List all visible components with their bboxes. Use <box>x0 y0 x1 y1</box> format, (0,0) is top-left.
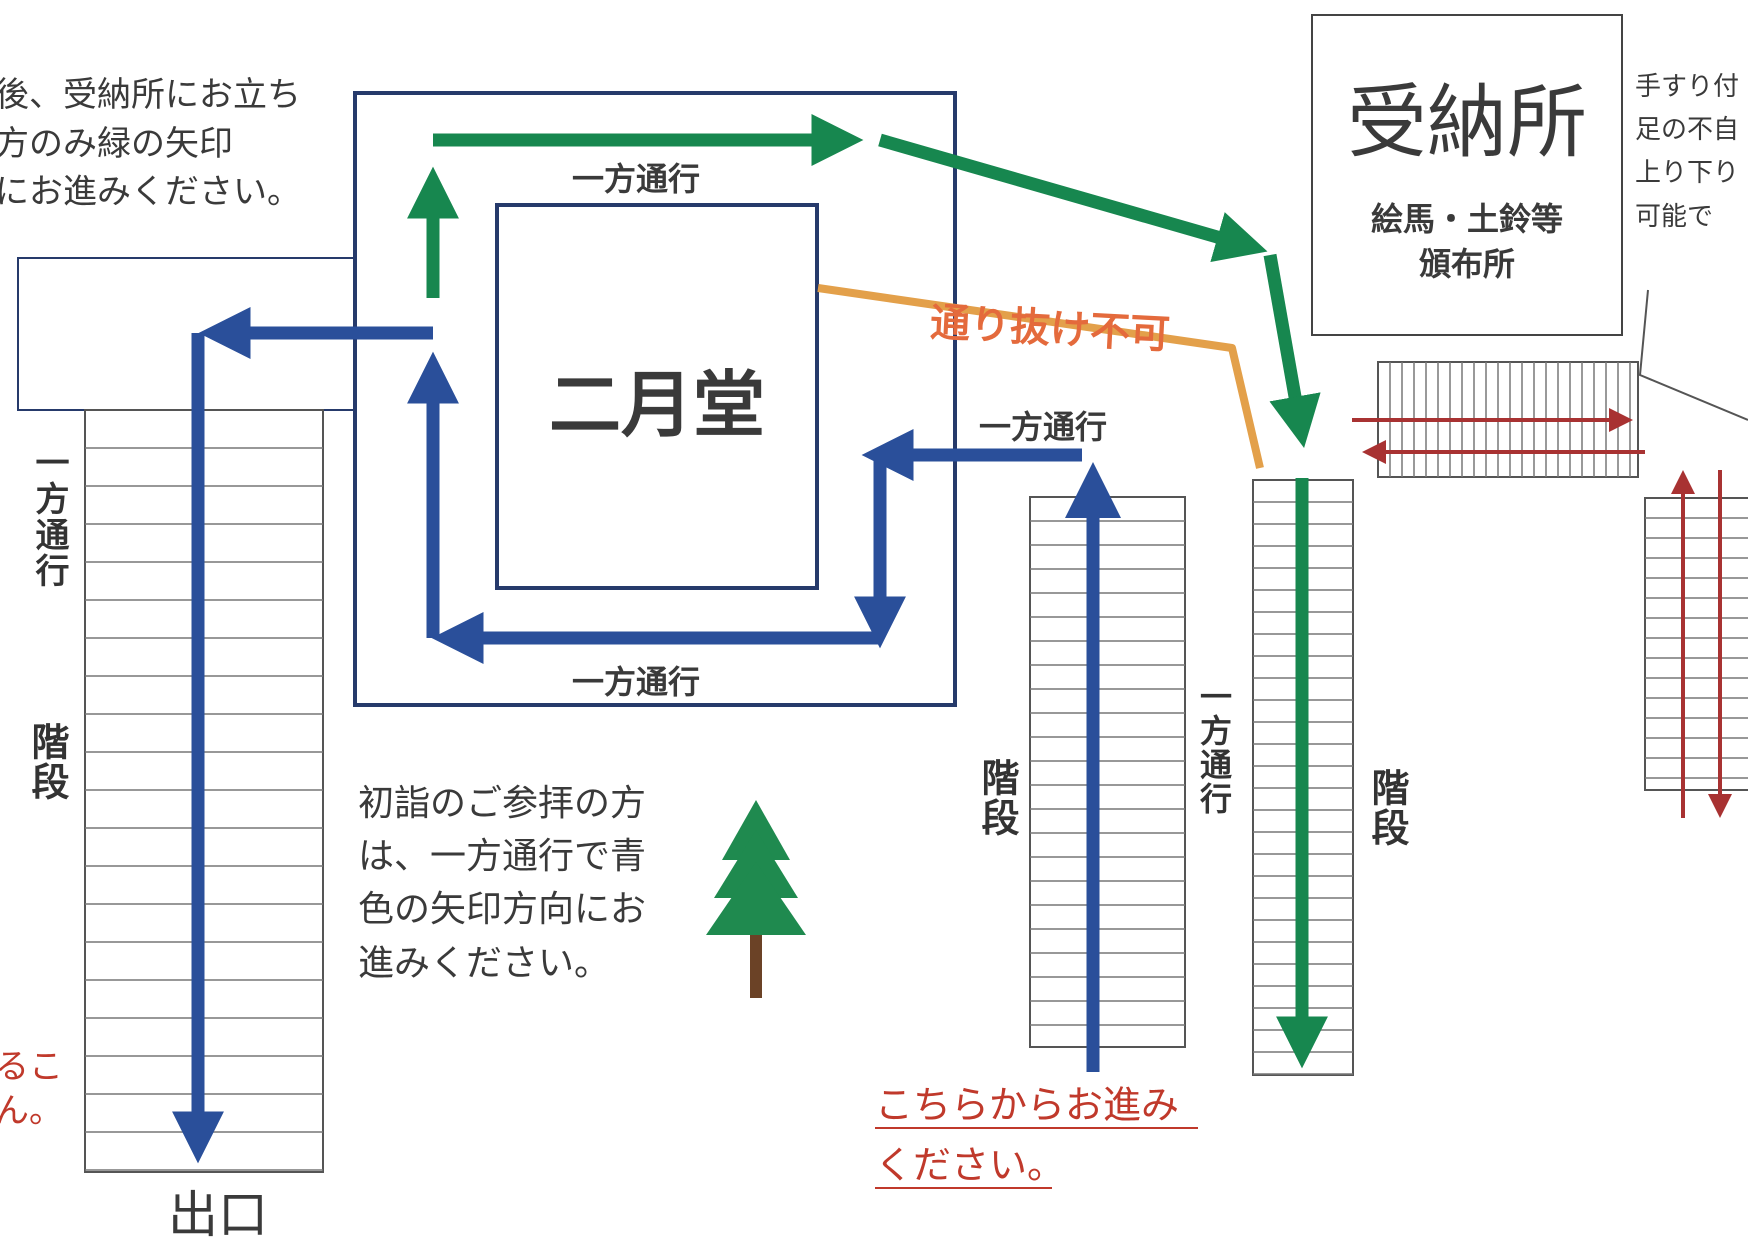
no-passage-line <box>817 284 1264 469</box>
blue-route <box>172 307 1100 1164</box>
svg-text:後、受納所にお立ち: 後、受納所にお立ち <box>0 75 301 115</box>
svg-text:初詣のご参拝の方: 初詣のご参拝の方 <box>358 783 646 824</box>
one-way-label-right: 一方通行 <box>979 408 1107 446</box>
hall-enclosure <box>353 91 957 707</box>
one-way-label-bottom: 一方通行 <box>572 663 700 701</box>
svg-text:にお進みください。: にお進みください。 <box>0 172 301 212</box>
handrail-note: 手すり付 足の不自 上り下り 可能で <box>1635 72 1739 232</box>
stairs-label-middle: 階段 <box>975 758 1019 838</box>
handrail-pointer <box>1638 289 1748 421</box>
svg-text:るこ: るこ <box>0 1047 63 1087</box>
office-box <box>1311 14 1623 336</box>
note-top-left: 後、受納所にお立ち 方のみ緑の矢印 にお進みください。 <box>0 75 301 212</box>
svg-text:こちらからお進み: こちらからお進み <box>875 1083 1179 1127</box>
svg-text:は、一方通行で青: は、一方通行で青 <box>358 836 646 877</box>
svg-text:進みください。: 進みください。 <box>358 943 610 984</box>
office-sub-1: 絵馬・土鈴等 <box>1371 200 1563 238</box>
svg-text:方のみ緑の矢印: 方のみ緑の矢印 <box>0 124 233 164</box>
svg-text:足の不自: 足の不自 <box>1635 115 1739 145</box>
blue-arrow-entry-head <box>1065 462 1121 518</box>
green-arrow-diagonal <box>878 133 1268 263</box>
stairs-label-right: 階段 <box>1365 768 1409 848</box>
svg-text:可能で: 可能で <box>1635 202 1713 232</box>
middle-stairs <box>1029 496 1186 1048</box>
one-way-vertical-left: 一方通行 <box>29 445 69 589</box>
exit-label: 出口 <box>168 1186 268 1240</box>
two-way-arrows <box>1352 408 1732 818</box>
no-passage-label: 通り抜け不可 <box>929 300 1171 358</box>
stairs-label-left: 階段 <box>25 722 69 802</box>
handrail-stairs-vertical <box>1644 497 1748 791</box>
svg-text:手すり付: 手すり付 <box>1635 72 1739 102</box>
note-left-red: るこ ん。 <box>0 1047 63 1131</box>
office-sub-2: 頒布所 <box>1419 245 1515 283</box>
one-way-vertical-middle: 一方通行 <box>1195 680 1233 816</box>
green-route <box>407 114 1328 1069</box>
green-arrow-down-to-office <box>1263 253 1321 449</box>
hall-name: 二月堂 <box>549 363 765 447</box>
one-way-label-top: 一方通行 <box>572 160 700 198</box>
note-first-visit: 初詣のご参拝の方 は、一方通行で青 色の矢印方向にお 進みください。 <box>358 783 646 984</box>
tree-icon <box>706 800 806 998</box>
svg-text:上り下り: 上り下り <box>1635 158 1739 188</box>
office-name: 受納所 <box>1347 76 1587 169</box>
svg-text:色の矢印方向にお: 色の矢印方向にお <box>358 889 646 930</box>
svg-text:ん。: ん。 <box>0 1091 63 1131</box>
main-hall <box>495 203 819 590</box>
svg-text:ください。: ください。 <box>875 1143 1065 1187</box>
note-proceed-here: こちらからお進み ください。 <box>875 1083 1198 1189</box>
